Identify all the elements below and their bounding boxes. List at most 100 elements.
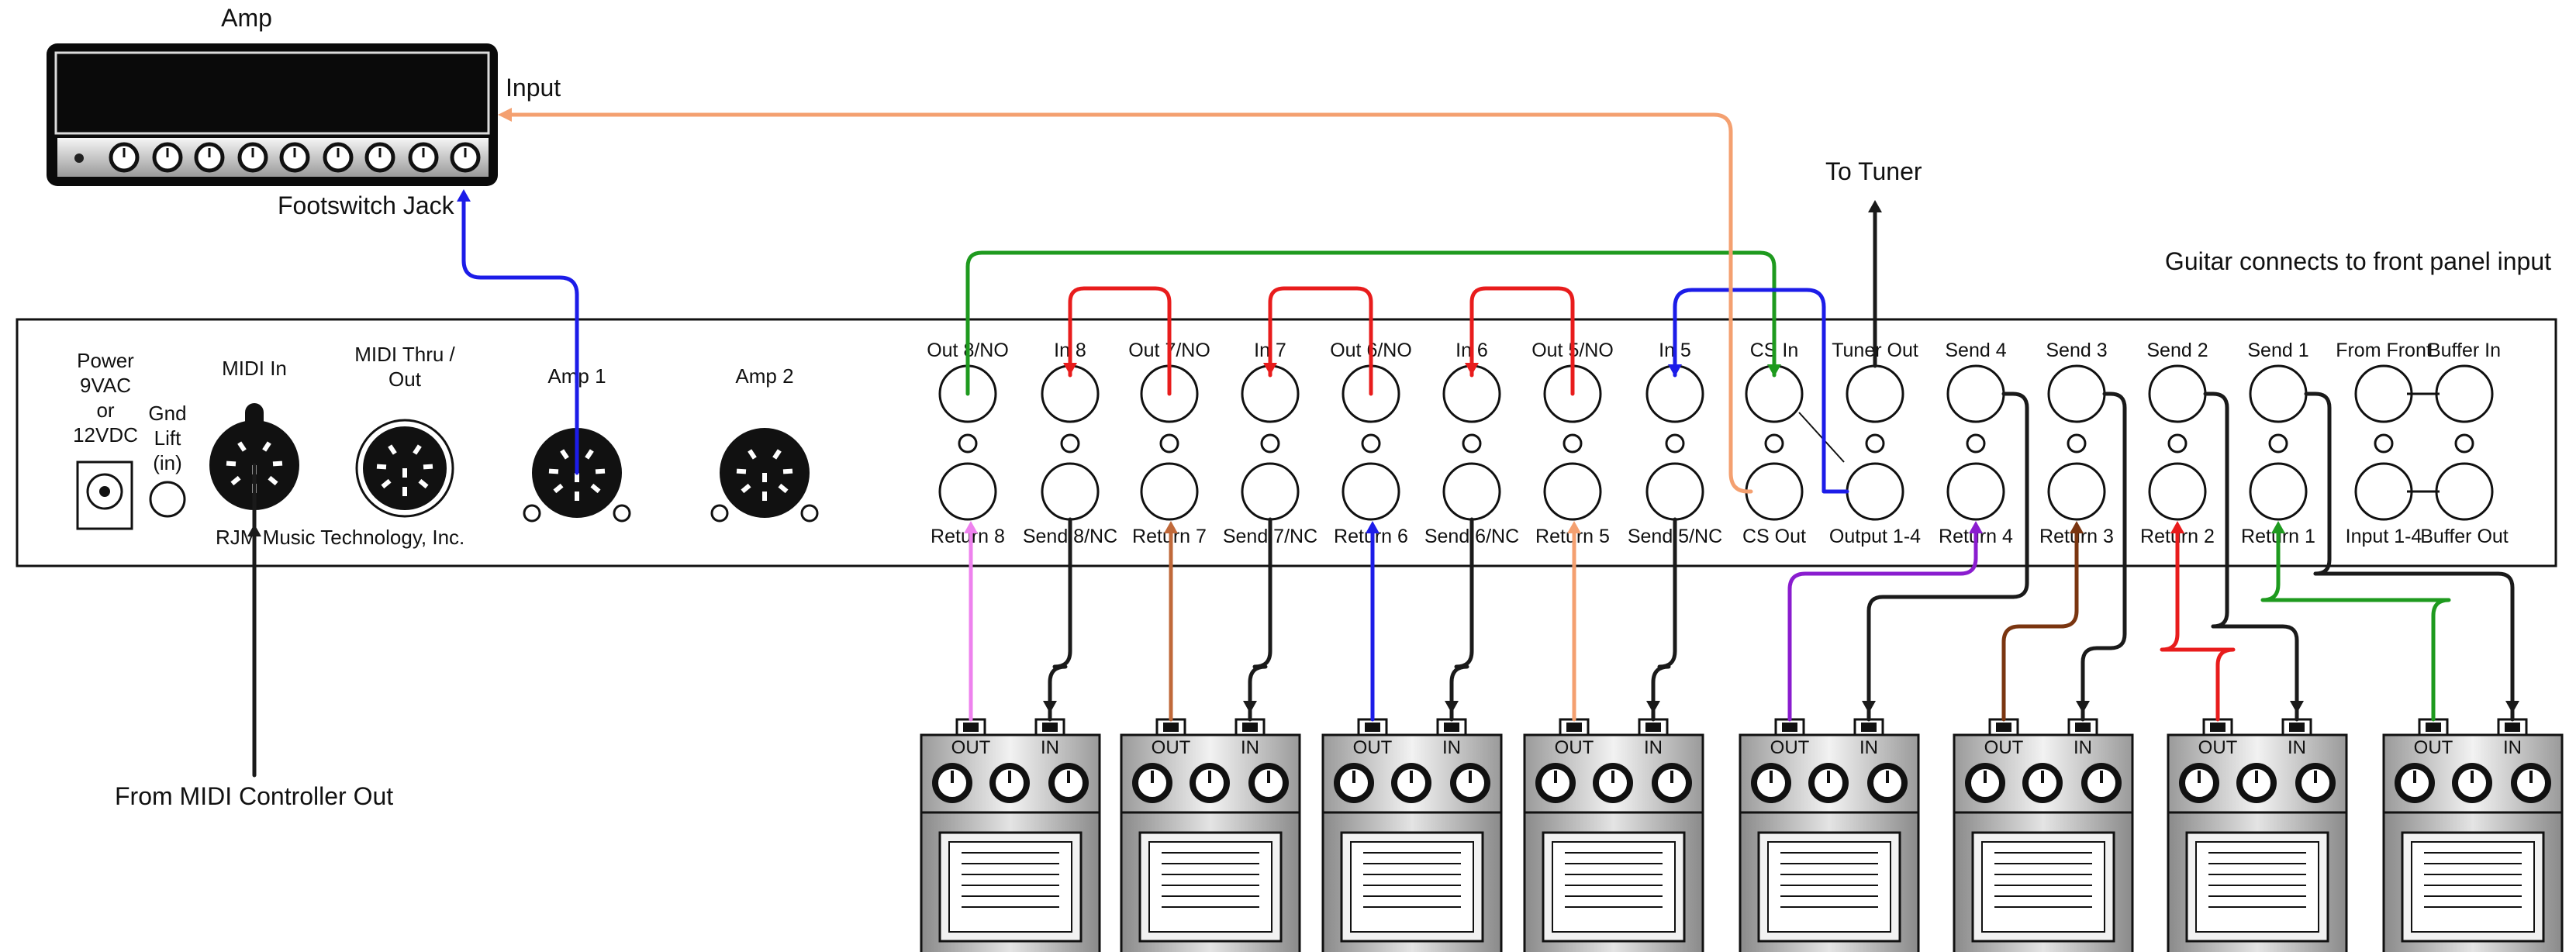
cable-arrow	[1567, 521, 1581, 533]
cable-send-to-pedal-in	[2211, 624, 2299, 722]
pedal-knob[interactable]	[2022, 763, 2063, 803]
pedal-knob[interactable]	[1652, 763, 1692, 803]
amp-knob[interactable]	[152, 142, 183, 173]
pedal-knob[interactable]	[1190, 763, 1230, 803]
pedal-knob[interactable]	[1048, 763, 1089, 803]
pedal-knob[interactable]	[1334, 763, 1374, 803]
effect-pedal[interactable]: OUT IN	[2167, 718, 2348, 952]
jack-bottom-label: Output 1-4	[1829, 526, 1921, 547]
cable-output-to-in5	[1673, 288, 1849, 494]
amp: Amp Input Footswitch Jack	[47, 4, 561, 219]
jack-bottom[interactable]	[2249, 462, 2308, 521]
pedal-knob[interactable]	[2295, 763, 2336, 803]
cables	[247, 108, 2519, 778]
jack-top[interactable]	[2354, 364, 2413, 423]
pedal-knob[interactable]	[1867, 763, 1908, 803]
guitar-note-label: Guitar connects to front panel input	[2165, 247, 2551, 275]
amp-knob[interactable]	[237, 142, 268, 173]
pedal-knob[interactable]	[2511, 763, 2551, 803]
pedal-out-label: OUT	[1152, 737, 1191, 758]
amp-knob[interactable]	[109, 142, 140, 173]
pedal-knob[interactable]	[1450, 763, 1490, 803]
pedal-knob[interactable]	[1751, 763, 1791, 803]
jack-led	[1764, 433, 1784, 454]
pedal-in-label: IN	[1859, 737, 1878, 758]
cable-send-to-pedal-in	[2313, 571, 2515, 722]
jack-bottom[interactable]	[2435, 462, 2494, 521]
jack-bottom[interactable]	[1442, 462, 1501, 521]
amp-knob[interactable]	[408, 142, 439, 173]
pedal-knob[interactable]	[2395, 763, 2435, 803]
jack-bottom[interactable]	[1543, 462, 1602, 521]
pedal-knob[interactable]	[932, 763, 972, 803]
midi-thru-connector[interactable]	[355, 419, 454, 518]
pedal-knob[interactable]	[1808, 763, 1849, 803]
amp-title: Amp	[221, 4, 272, 32]
midi-controller-label: From MIDI Controller Out	[115, 782, 393, 810]
pedal-in-label: IN	[2288, 737, 2306, 758]
jack-top[interactable]	[2148, 364, 2207, 423]
gnd-lift-switch[interactable]	[149, 481, 186, 518]
rear-panel: Power 9VAC or 12VDC Gnd Lift (in) MIDI I…	[16, 318, 2557, 567]
pedal-knob[interactable]	[1965, 763, 2005, 803]
jack-bottom[interactable]	[2047, 462, 2106, 521]
pedal-knob[interactable]	[1132, 763, 1172, 803]
amp-knob[interactable]	[323, 142, 354, 173]
amp-knob[interactable]	[194, 142, 225, 173]
jack-top[interactable]	[2047, 364, 2106, 423]
pedal-knob[interactable]	[2081, 763, 2122, 803]
jack-bottom[interactable]	[2354, 462, 2413, 521]
jack-led	[1462, 433, 1482, 454]
cable-amp1-to-footswitch	[461, 195, 579, 475]
amp2-connector[interactable]	[710, 428, 819, 523]
pedal-knob[interactable]	[1248, 763, 1289, 803]
jack-bottom[interactable]	[1241, 462, 1300, 521]
cable-send-to-pedal-in	[1866, 595, 2015, 722]
jack-bottom[interactable]	[1745, 462, 1804, 521]
cable-arrow	[457, 189, 471, 202]
gnd-lift-label-1: Gnd	[148, 402, 186, 425]
cable-arrow	[1063, 363, 1077, 375]
jack-bottom[interactable]	[938, 462, 997, 521]
cable-arrow	[1366, 521, 1380, 533]
jack-top[interactable]	[1846, 364, 1904, 423]
gnd-lift-label-2: Lift	[154, 426, 181, 450]
pedal-knob[interactable]	[2236, 763, 2277, 803]
jack-bottom[interactable]	[1645, 462, 1704, 521]
amp-knob[interactable]	[450, 142, 481, 173]
amp2-label: Amp 2	[735, 364, 793, 388]
jack-bottom[interactable]	[1846, 462, 1904, 521]
jack-bottom[interactable]	[2148, 462, 2207, 521]
cable-arrow	[2505, 701, 2519, 713]
jack-bottom[interactable]	[1140, 462, 1199, 521]
cable-pedal-out-to-return	[2001, 525, 2079, 722]
pedal-knob[interactable]	[1535, 763, 1576, 803]
jack-top[interactable]	[1946, 364, 2005, 423]
power-label-4: 12VDC	[73, 423, 138, 447]
jack-bottom[interactable]	[1041, 462, 1100, 521]
jack-top[interactable]	[2435, 364, 2494, 423]
pedal-knob[interactable]	[1593, 763, 1633, 803]
jack-bottom[interactable]	[1342, 462, 1400, 521]
jack-led	[1665, 433, 1685, 454]
pedal-knob[interactable]	[989, 763, 1030, 803]
jack-top[interactable]	[2249, 364, 2308, 423]
amp-knob[interactable]	[279, 142, 310, 173]
amp-knob[interactable]	[364, 142, 395, 173]
pedal-knob[interactable]	[2452, 763, 2492, 803]
jack-led	[958, 433, 978, 454]
pedal-knob[interactable]	[1391, 763, 1431, 803]
pedal-out-label: OUT	[2198, 737, 2238, 758]
cable-arrow	[964, 521, 978, 533]
pedal-knob[interactable]	[2179, 763, 2219, 803]
jack-bottom[interactable]	[1946, 462, 2005, 521]
